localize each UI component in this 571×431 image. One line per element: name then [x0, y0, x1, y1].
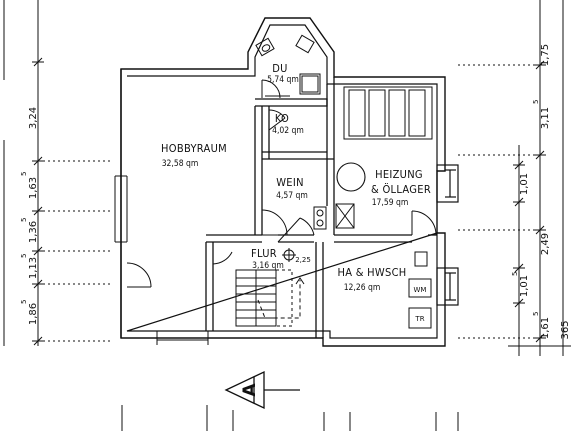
light-well-lower [436, 267, 459, 306]
dim-right-3-11: 3,11 [540, 107, 551, 129]
dim-left-1-13-sup: 5 [20, 254, 28, 258]
dim-left-3-24: 3,24 [28, 107, 39, 129]
stairs [235, 269, 305, 327]
dim-right-1-61-sup: 5 [532, 312, 540, 316]
oil-tanks [343, 86, 433, 140]
dim-left-1-86: 1,86 [28, 303, 39, 325]
room-ko-name: KO [275, 112, 289, 125]
dim-right-2-49: 2,49 [540, 233, 551, 255]
boiler-box [335, 203, 355, 229]
room-flur-area: 3,16 qm [252, 261, 284, 271]
door-wein [261, 209, 315, 243]
boiler [336, 162, 366, 192]
dim-right-1-01b: 1,01 [519, 275, 530, 297]
level-mark-icon [282, 248, 296, 262]
dim-left-1-36: 1,36 [28, 221, 39, 243]
bottom-dimension-ticks [121, 405, 459, 431]
room-heizung-name: HEIZUNG [375, 168, 423, 181]
door-heizung [411, 210, 437, 236]
room-heizung-area: 17,59 qm [372, 198, 409, 208]
meter-box [313, 206, 327, 230]
room-heizung-name-2: & ÖLLAGER [371, 183, 431, 196]
dim-right-1-01a: 1,01 [519, 173, 530, 195]
section-marker-a [224, 370, 300, 410]
room-flur-name: FLUR [251, 247, 277, 260]
room-du-area: 5,74 qm [267, 75, 299, 85]
dim-right-3-11-sup: 5 [532, 100, 540, 104]
room-wein-area: 4,57 qm [276, 191, 308, 201]
door-flur [212, 242, 233, 265]
dim-left-1-36-sup: 5 [20, 218, 28, 222]
room-hawsch-area: 12,26 qm [344, 283, 381, 293]
room-hobbyraum-name: HOBBYRAUM [161, 142, 227, 155]
room-wein-name: WEIN [276, 176, 304, 189]
room-ko-area: 4,02 qm [272, 126, 304, 136]
room-du-name: DU [272, 62, 287, 75]
washing-machine-label: WM [414, 286, 427, 294]
dim-right-1-01b-sup: 5 [511, 272, 519, 276]
window-left [114, 175, 128, 243]
window-bottom [156, 331, 209, 345]
level-mark-label: 2,25 [295, 256, 311, 264]
left-dimension-chain [3, 0, 112, 346]
dim-left-1-13: 1,13 [28, 257, 39, 279]
left-dimension-labels: 3,24 1,63 5 1,36 5 1,13 5 1,86 5 [20, 107, 39, 325]
dryer-label: TR [414, 315, 424, 323]
right-dimension-labels: 1,75 3,11 5 2,49 1,61 5 1,01 1,01 5 365 [511, 44, 571, 340]
dim-left-1-86-sup: 5 [20, 300, 28, 304]
dim-right-edge: 365 [560, 320, 571, 339]
room-hawsch-name: HA & HWSCH [337, 266, 406, 279]
room-hobbyraum-area: 32,58 qm [162, 159, 199, 169]
dim-right-1-61: 1,61 [540, 317, 551, 339]
light-well-upper [436, 164, 459, 203]
door-du [261, 79, 281, 99]
section-marker-label: A [240, 383, 260, 397]
right-dimension-chains [458, 0, 571, 356]
door-hobbyraum [126, 262, 152, 288]
interior-walls [205, 77, 437, 338]
dim-left-1-63: 1,63 [28, 177, 39, 199]
door-ko [268, 109, 286, 131]
du-fixtures [255, 34, 321, 97]
dim-right-1-75: 1,75 [540, 44, 551, 66]
ha-fixtures [408, 251, 432, 329]
dim-left-1-63-sup: 5 [20, 172, 28, 176]
